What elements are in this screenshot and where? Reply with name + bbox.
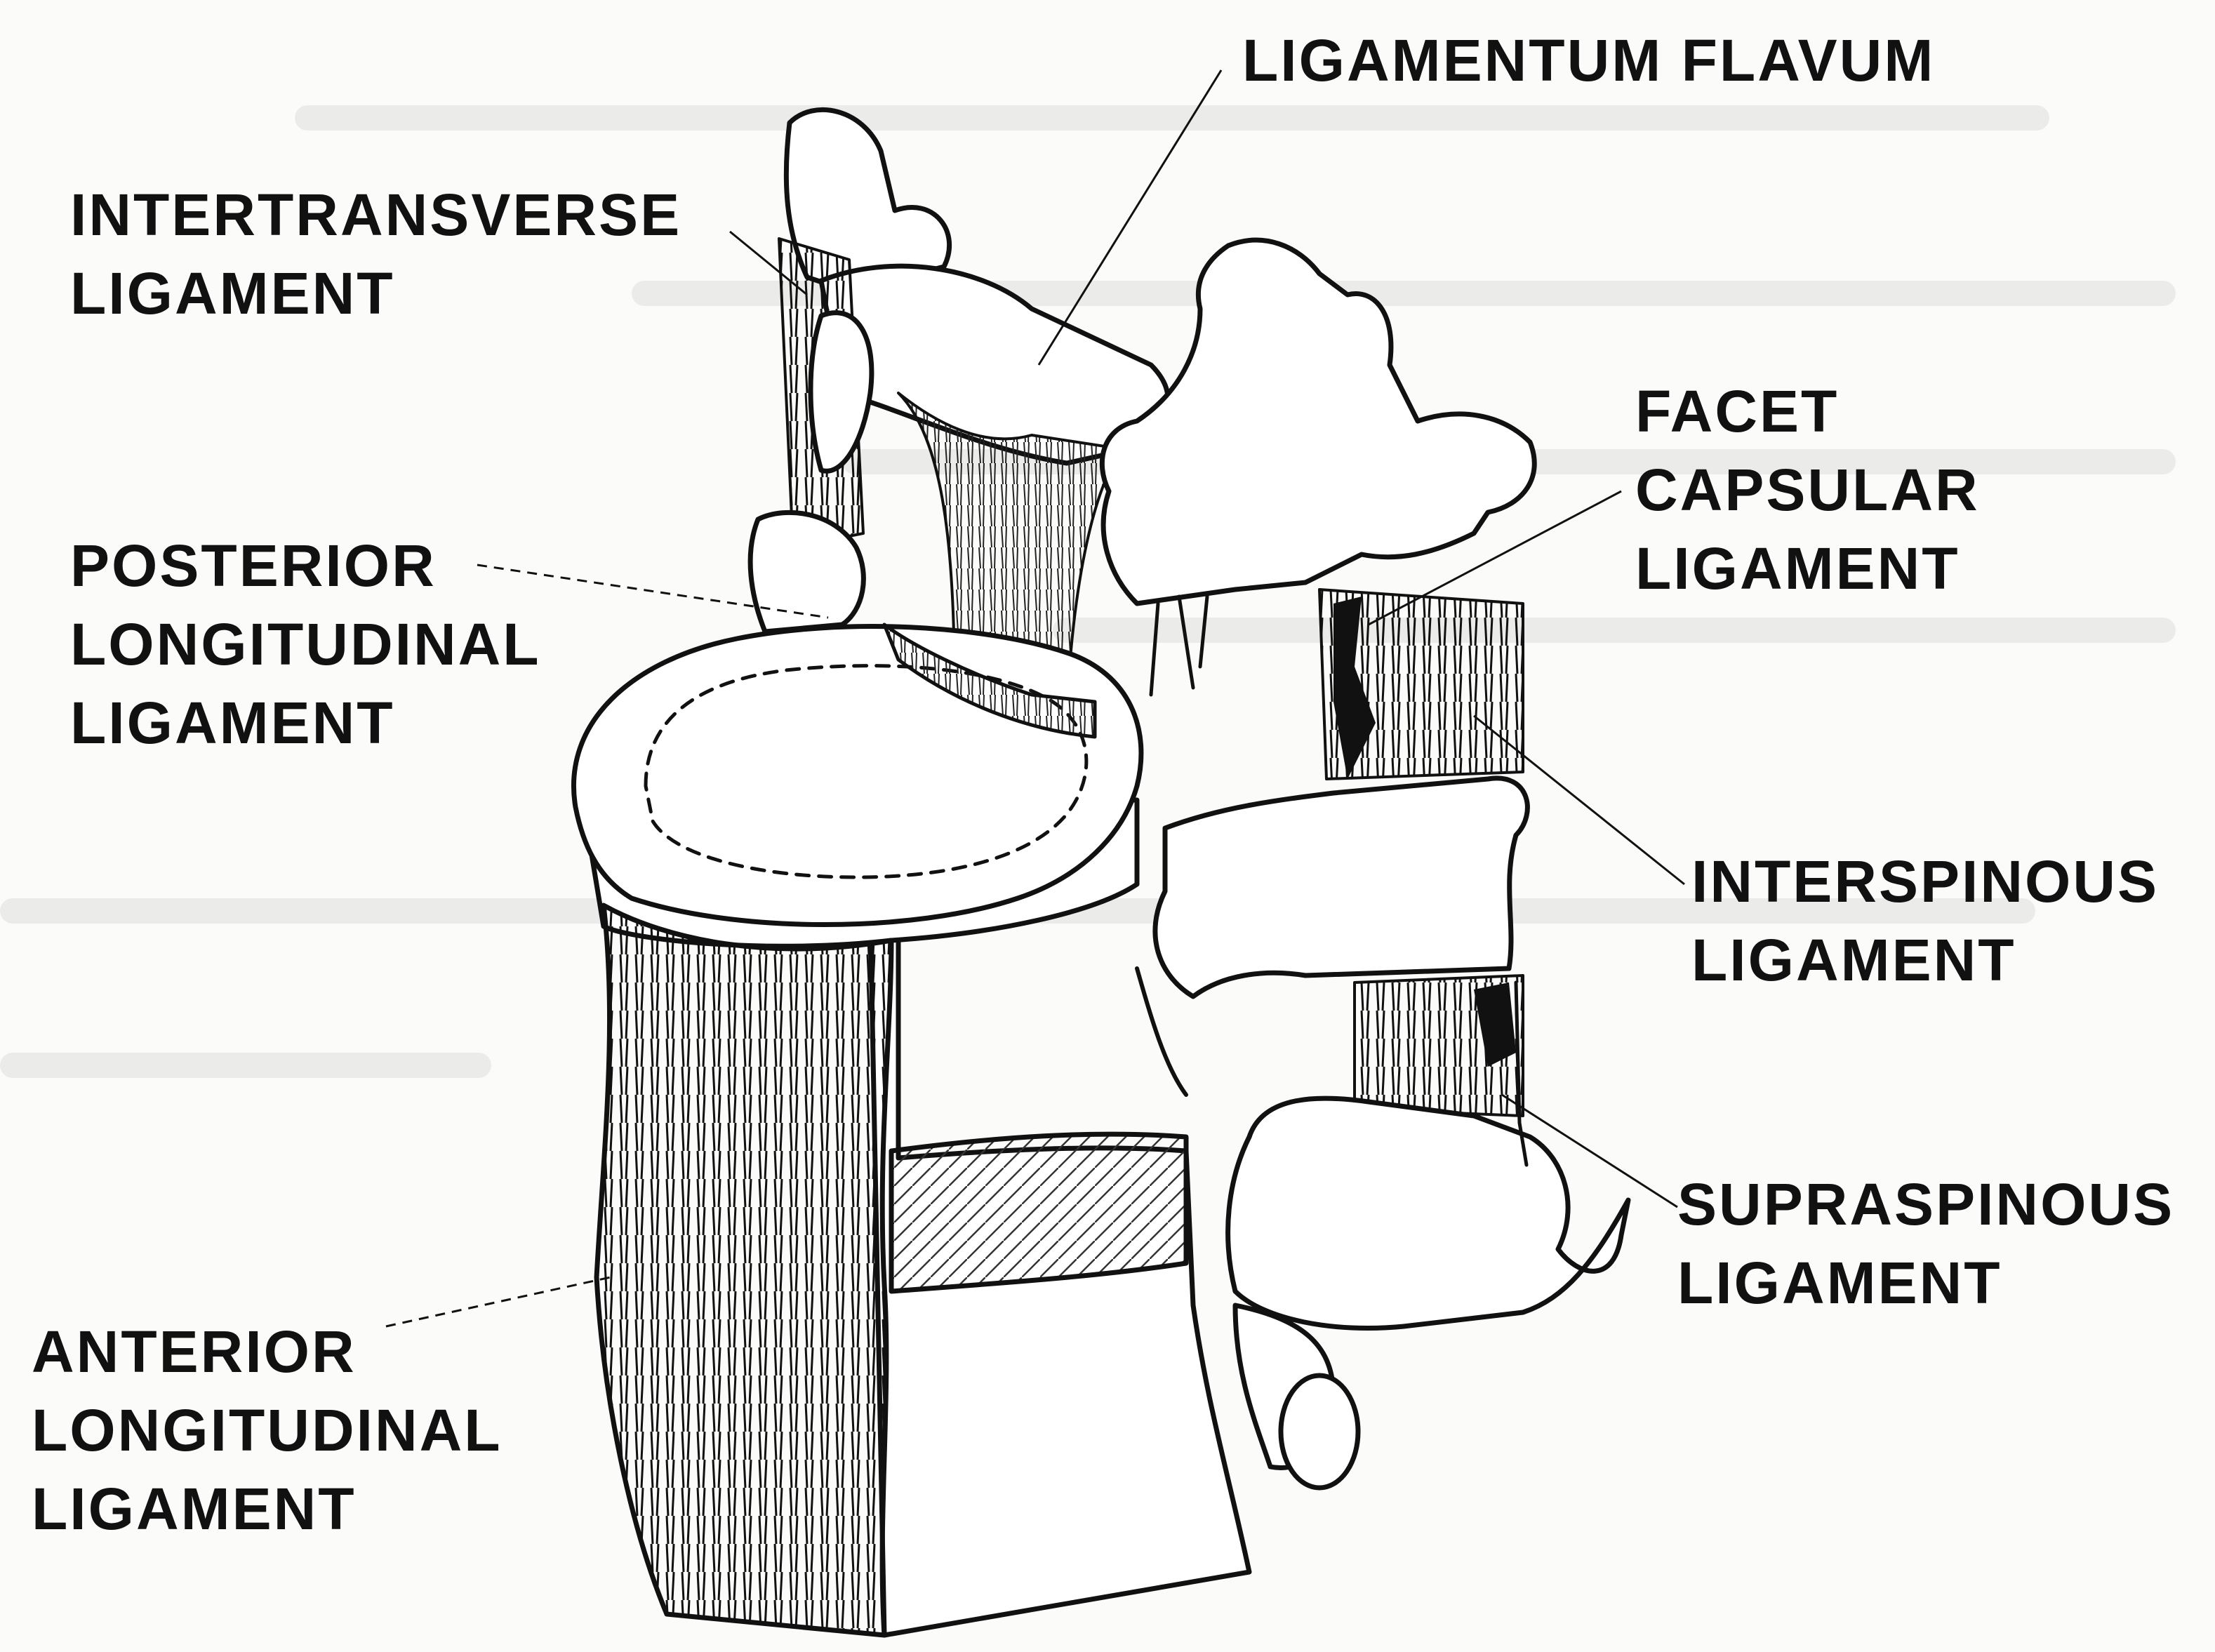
label-ligamentum-flavum: LIGAMENTUM FLAVUM [1242, 21, 1935, 100]
label-supraspinous-ligament: SUPRASPINOUS LIGAMENT [1677, 1165, 2174, 1322]
left-transverse-process [811, 313, 872, 472]
intervertebral-disc [891, 1134, 1186, 1291]
label-facet-capsular-ligament: FACET CAPSULAR LIGAMENT [1635, 372, 1980, 608]
anterior-longitudinal-band [597, 905, 891, 1635]
facet-joint-lines [1151, 597, 1207, 695]
pedicle-oval [1281, 1375, 1358, 1488]
vertebral-endplate-rim [573, 627, 1140, 925]
label-interspinous-ligament: INTERSPINOUS LIGAMENT [1691, 842, 2159, 999]
label-posterior-longitudinal-ligament: POSTERIOR LONGITUDINAL LIGAMENT [70, 526, 541, 762]
leader-ligamentum-flavum [1039, 70, 1221, 365]
label-anterior-longitudinal-ligament: ANTERIOR LONGITUDINAL LIGAMENT [32, 1312, 503, 1548]
lower-articular-process [1155, 778, 1527, 997]
label-intertransverse-ligament: INTERTRANSVERSE LIGAMENT [70, 175, 681, 333]
lower-spinous-process [1228, 1098, 1628, 1328]
upper-articular-process [1102, 240, 1534, 604]
